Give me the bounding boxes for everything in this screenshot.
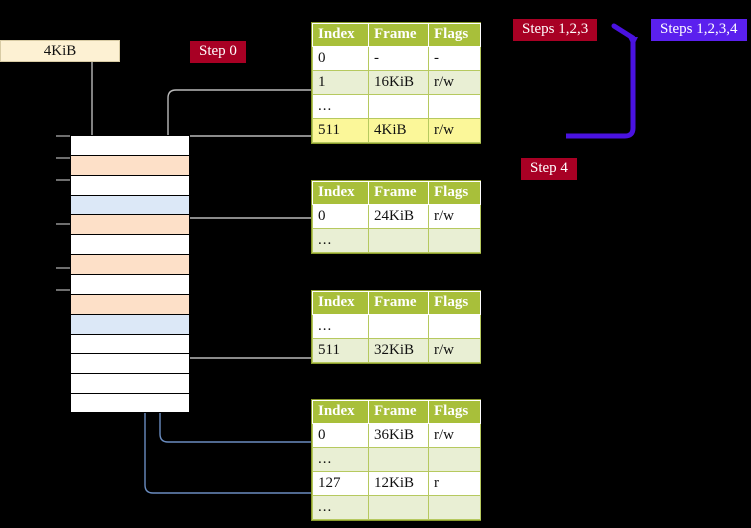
- memory-frame-row: [70, 274, 190, 294]
- memory-frame-row: [70, 313, 190, 334]
- table-cell-frame: [368, 314, 429, 339]
- table-row: ...: [312, 94, 481, 119]
- table-cell-flags: [428, 314, 481, 339]
- table-header-flags: Flags: [428, 181, 481, 205]
- table-cell-frame: 4KiB: [368, 118, 429, 143]
- table-cell-index: 0: [312, 204, 369, 229]
- table-header-frame: Frame: [368, 23, 429, 47]
- table-header-index: Index: [312, 291, 369, 315]
- size-label-4kib: 4KiB: [0, 40, 120, 62]
- memory-tick: [56, 135, 70, 137]
- table-cell-frame: [368, 447, 429, 472]
- memory-frame-row: [70, 373, 190, 394]
- table-cell-frame: 32KiB: [368, 338, 429, 363]
- table-cell-flags: r/w: [428, 118, 481, 143]
- memory-frame-row: [70, 254, 190, 274]
- table-row: ...: [312, 495, 481, 520]
- wire-mem-to-t3-511: [177, 349, 311, 359]
- table-cell-index: 0: [312, 423, 369, 448]
- table-cell-frame: 36KiB: [368, 423, 429, 448]
- table-cell-index: ...: [312, 228, 369, 253]
- table-cell-frame: 24KiB: [368, 204, 429, 229]
- table-header-index: Index: [312, 400, 369, 424]
- table-cell-frame: 16KiB: [368, 70, 429, 95]
- table-cell-flags: [428, 447, 481, 472]
- table-cell-flags: r/w: [428, 423, 481, 448]
- table-cell-flags: r: [428, 471, 481, 496]
- memory-frame-row: [70, 194, 190, 215]
- memory-tick: [56, 157, 70, 159]
- memory-frame-row: [70, 174, 190, 195]
- table-cell-index: 1: [312, 70, 369, 95]
- table-header-index: Index: [312, 181, 369, 205]
- memory-frame-row: [70, 154, 190, 175]
- table-cell-index: ...: [312, 314, 369, 339]
- table-header-flags: Flags: [428, 23, 481, 47]
- table-header-index: Index: [312, 23, 369, 47]
- table-cell-index: ...: [312, 447, 369, 472]
- table-cell-index: ...: [312, 495, 369, 520]
- memory-frame-row: [70, 333, 190, 354]
- table-cell-frame: [368, 94, 429, 119]
- table-row: ...: [312, 228, 481, 253]
- badge-steps-123: Steps 1,2,3: [513, 19, 598, 41]
- table-cell-index: ...: [312, 94, 369, 119]
- table-cell-flags: [428, 228, 481, 253]
- memory-tick: [56, 289, 70, 291]
- table-cell-flags: r/w: [428, 204, 481, 229]
- table-cell-flags: [428, 495, 481, 520]
- table-header-flags: Flags: [428, 291, 481, 315]
- table-cell-frame: 12KiB: [368, 471, 429, 496]
- table-row: ...: [312, 314, 481, 339]
- memory-column: [70, 135, 190, 413]
- table-cell-flags: r/w: [428, 70, 481, 95]
- badge-steps-1234: Steps 1,2,3,4: [651, 19, 747, 41]
- table-cell-flags: [428, 94, 481, 119]
- memory-frame-row: [70, 353, 190, 374]
- memory-frame-row: [70, 293, 190, 314]
- wire-steps-bracket: [566, 37, 638, 139]
- memory-frame-row: [70, 214, 190, 235]
- badge-step-0: Step 0: [190, 41, 246, 63]
- table-row: ...: [312, 447, 481, 472]
- table-cell-index: 511: [312, 338, 369, 363]
- table-cell-frame: [368, 495, 429, 520]
- table-header-flags: Flags: [428, 400, 481, 424]
- memory-frame-row: [70, 234, 190, 255]
- memory-frame-row: [70, 393, 190, 413]
- memory-tick: [56, 179, 70, 181]
- wire-t2-0-to-mem: [177, 217, 311, 262]
- memory-tick: [56, 267, 70, 269]
- badge-step-4: Step 4: [521, 158, 577, 180]
- table-cell-flags: -: [428, 46, 481, 71]
- table-cell-index: 511: [312, 118, 369, 143]
- table-cell-index: 0: [312, 46, 369, 71]
- table-cell-frame: [368, 228, 429, 253]
- table-cell-flags: r/w: [428, 338, 481, 363]
- table-cell-frame: -: [368, 46, 429, 71]
- memory-frame-row: [70, 135, 190, 155]
- table-header-frame: Frame: [368, 400, 429, 424]
- table-cell-index: 127: [312, 471, 369, 496]
- wire-steps-bracket-tip: [611, 23, 636, 41]
- memory-tick: [56, 223, 70, 225]
- table-header-frame: Frame: [368, 291, 429, 315]
- table-header-frame: Frame: [368, 181, 429, 205]
- table-row: 0--: [312, 46, 481, 71]
